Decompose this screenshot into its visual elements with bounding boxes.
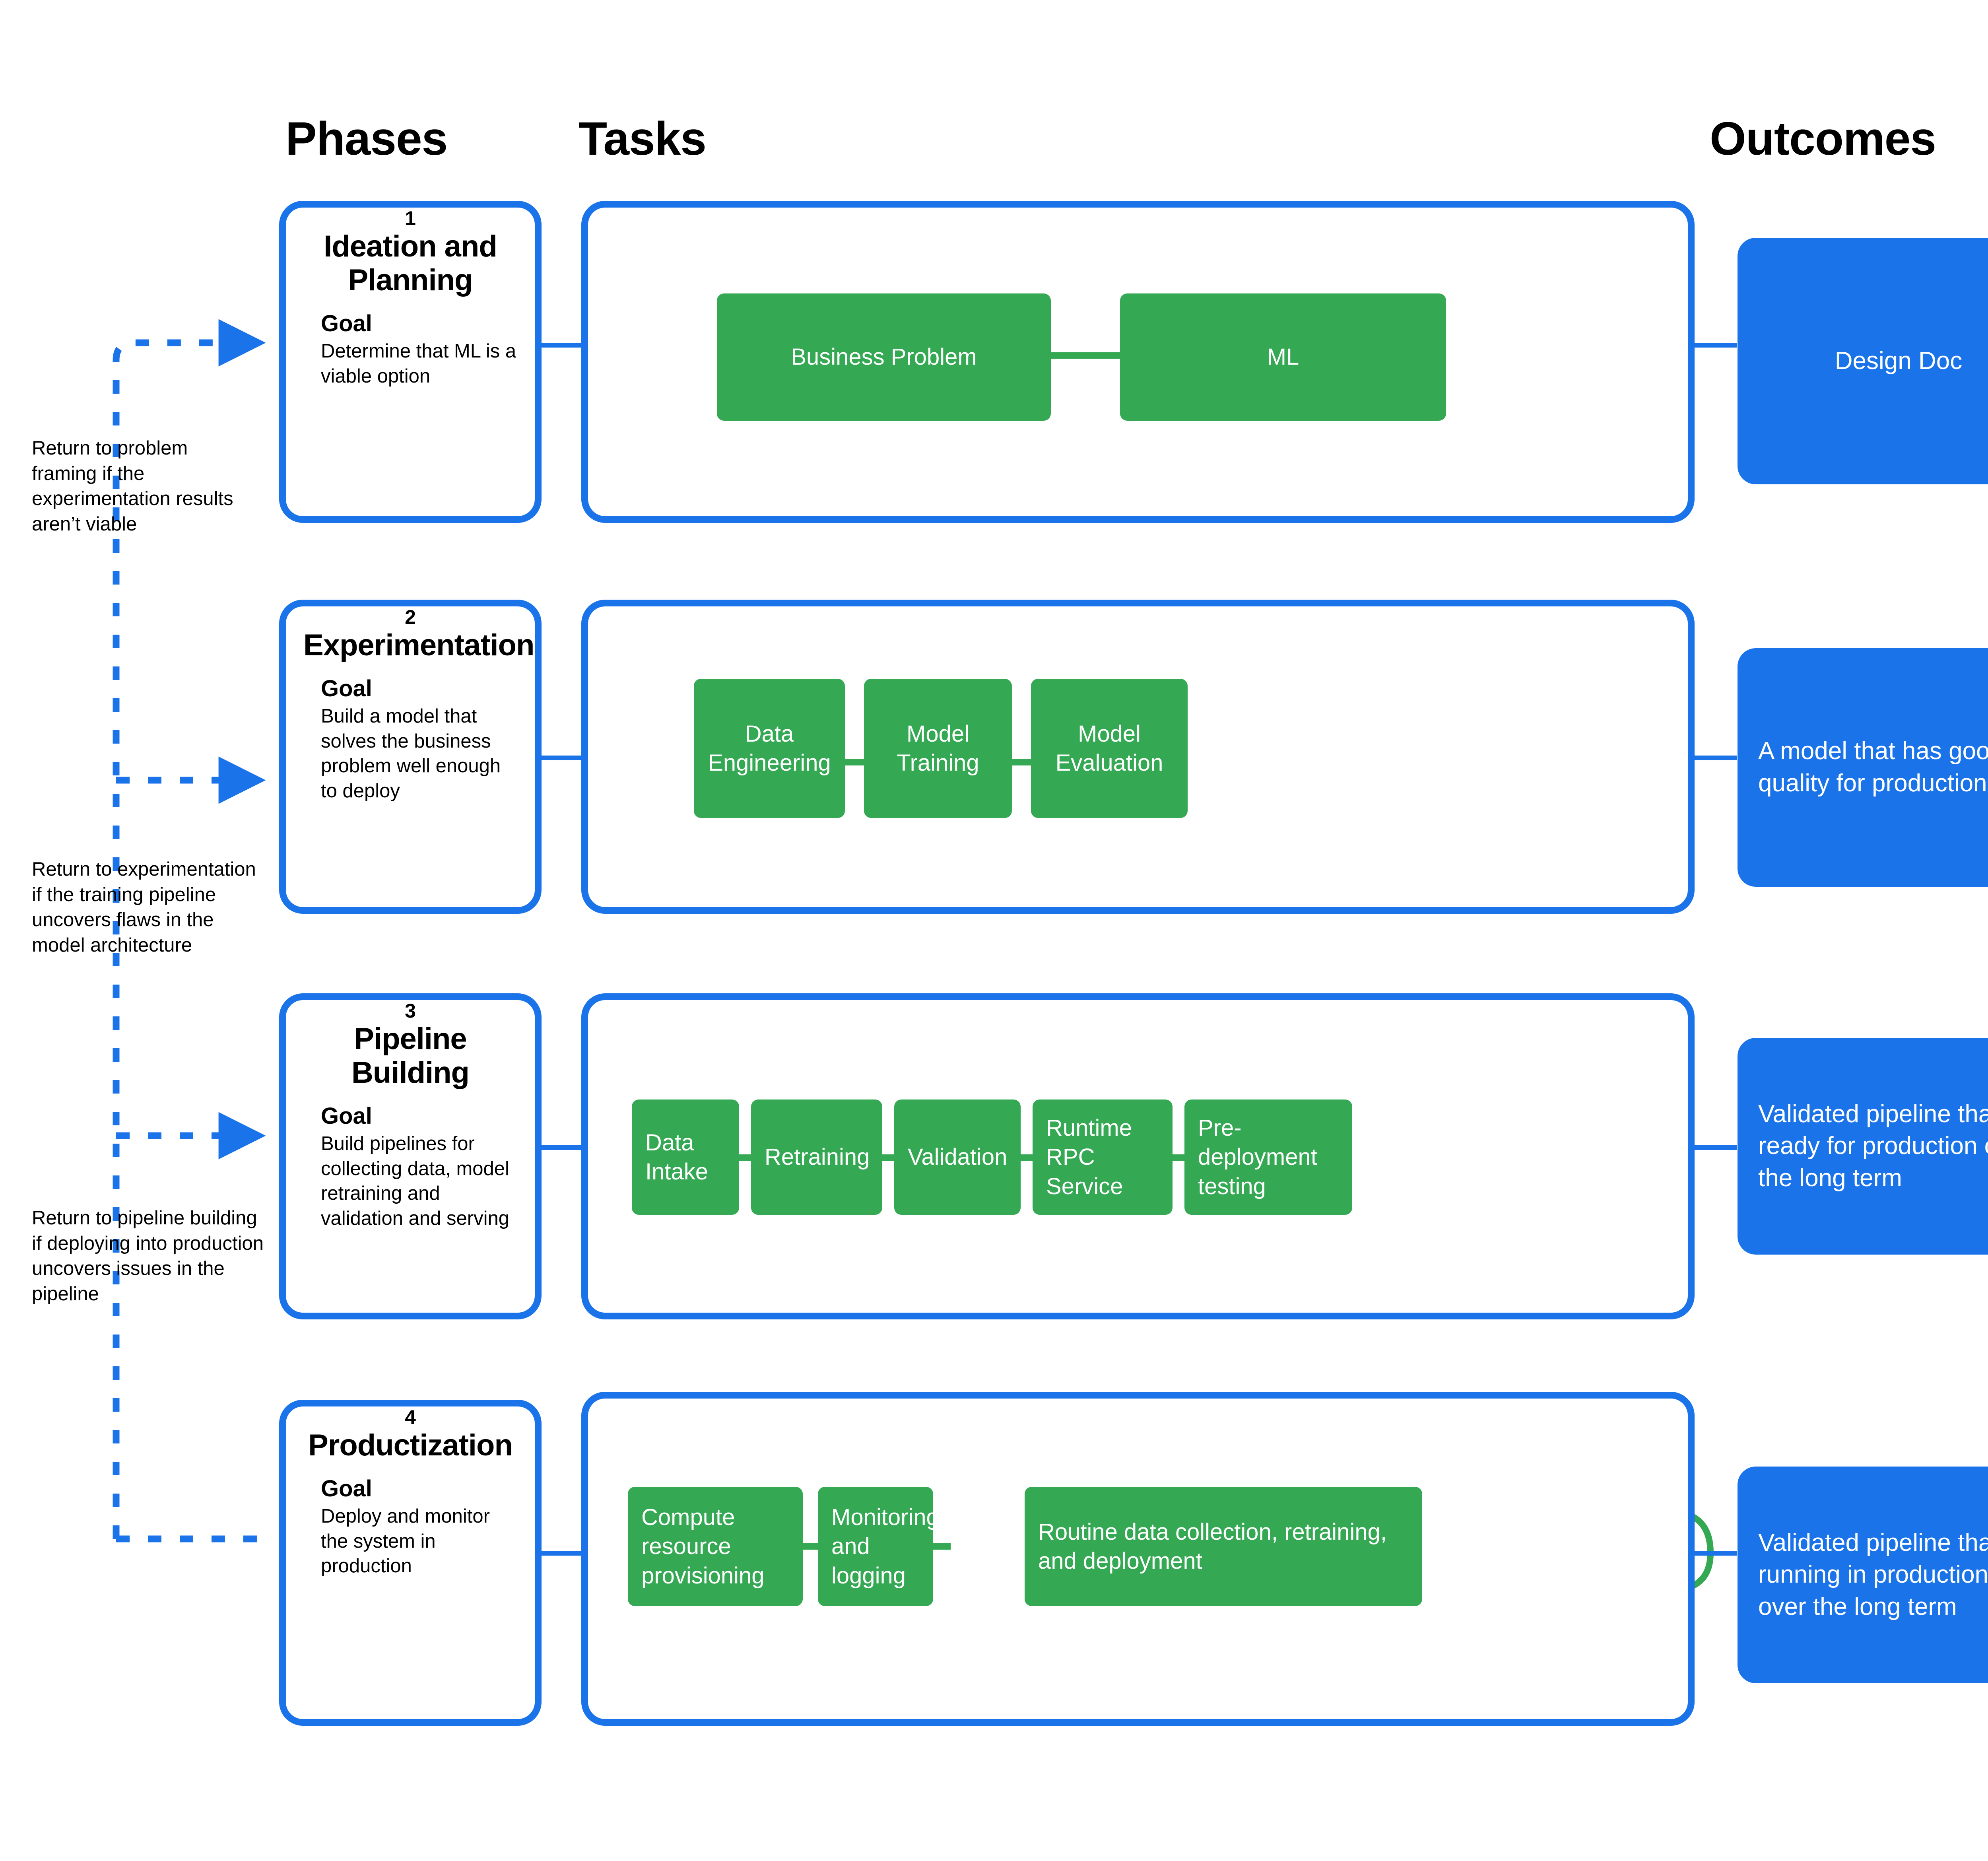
task-link-3d — [1173, 1154, 1184, 1161]
task-box-model-training[interactable]: Model Training — [864, 679, 1012, 818]
phase-title-1: Ideation and Planning — [324, 229, 497, 297]
task-box-data-engineering[interactable]: Data Engineering — [694, 679, 845, 818]
phase-card-1[interactable]: 1 Ideation and Planning Goal Determine t… — [279, 201, 542, 523]
goal-label-1: Goal — [321, 311, 372, 337]
column-header-outcomes: Outcomes — [1710, 113, 1936, 165]
task-link-3c — [1021, 1154, 1033, 1161]
task-box-retraining[interactable]: Retraining — [751, 1100, 882, 1215]
goal-text-2: Build a model that solves the business p… — [321, 705, 501, 802]
task-link-3a — [739, 1154, 751, 1161]
annotation-return-problem-framing: Return to problem framing if the experim… — [32, 437, 233, 535]
outcome-box-4[interactable]: Validated pipeline that’s running in pro… — [1738, 1467, 1988, 1683]
task-link-4b — [933, 1543, 951, 1550]
phase-title-4: Productization — [308, 1428, 513, 1462]
task-box-ml[interactable]: ML — [1120, 293, 1446, 421]
goal-text-4: Deploy and monitor the system in product… — [321, 1505, 490, 1577]
phase-card-2[interactable]: 2 Experimentation Goal Build a model tha… — [279, 600, 542, 914]
tasks-panel-3: Data Intake Retraining Validation Runtim… — [581, 993, 1695, 1319]
task-box-data-intake[interactable]: Data Intake — [632, 1100, 739, 1215]
task-box-compute-resource-provisioning[interactable]: Compute resource provisioning — [628, 1487, 803, 1606]
link-tasks3-outcome — [1691, 1145, 1737, 1150]
task-box-model-evaluation[interactable]: Model Evaluation — [1031, 679, 1188, 818]
goal-label-2: Goal — [321, 676, 372, 702]
phase-title-2: Experimentation — [303, 628, 534, 662]
goal-label-4: Goal — [321, 1476, 372, 1502]
phase-goal-block-3: Goal Build pipelines for collecting data… — [303, 1103, 517, 1231]
link-phase1-tasks — [540, 343, 584, 348]
link-phase3-tasks — [540, 1145, 584, 1150]
goal-text-3: Build pipelines for collecting data, mod… — [321, 1133, 509, 1230]
task-link-3b — [882, 1154, 894, 1161]
link-tasks1-outcome — [1691, 343, 1737, 348]
phase-number-4: 4 — [405, 1406, 416, 1428]
phase-goal-block-2: Goal Build a model that solves the busin… — [303, 676, 517, 804]
task-link-4a — [803, 1543, 818, 1550]
tasks-panel-4: Compute resource provisioning Monitoring… — [581, 1392, 1695, 1726]
task-link-2b — [1012, 759, 1031, 765]
phase-goal-block-1: Goal Determine that ML is a viable optio… — [303, 311, 517, 389]
task-box-pre-deployment-testing[interactable]: Pre-deployment testing — [1184, 1100, 1352, 1215]
task-box-monitoring-and-logging[interactable]: Monitoring and logging — [818, 1487, 939, 1606]
goal-text-1: Determine that ML is a viable option — [321, 340, 516, 387]
task-box-runtime-rpc-service[interactable]: Runtime RPC Service — [1033, 1100, 1173, 1215]
phase-title-3: Pipeline Building — [351, 1022, 470, 1090]
outcome-box-2[interactable]: A model that has good quality for produc… — [1738, 648, 1988, 887]
column-header-phases: Phases — [285, 113, 448, 165]
phase-number-3: 3 — [405, 1000, 416, 1022]
goal-label-3: Goal — [321, 1103, 372, 1129]
phase-number-1: 1 — [405, 207, 416, 229]
link-tasks2-outcome — [1691, 756, 1737, 760]
task-box-validation[interactable]: Validation — [894, 1100, 1021, 1215]
column-header-tasks: Tasks — [579, 113, 707, 165]
phase-card-4[interactable]: 4 Productization Goal Deploy and monitor… — [279, 1400, 542, 1726]
link-tasks4-outcome — [1691, 1551, 1737, 1556]
phase-number-2: 2 — [405, 606, 416, 628]
annotation-return-pipeline-building: Return to pipeline building if deploying… — [32, 1207, 264, 1305]
phase-card-3[interactable]: 3 Pipeline Building Goal Build pipelines… — [279, 993, 542, 1319]
link-phase4-tasks — [540, 1551, 584, 1556]
link-phase2-tasks — [540, 756, 584, 760]
task-box-business-problem[interactable]: Business Problem — [717, 293, 1051, 421]
task-box-routine-data-collection[interactable]: Routine data collection, retraining, and… — [1025, 1487, 1422, 1606]
task-link-2a — [845, 759, 864, 765]
annotation-return-experimentation: Return to experimentation if the trainin… — [32, 859, 256, 956]
phase-goal-block-4: Goal Deploy and monitor the system in pr… — [303, 1476, 517, 1579]
outcome-box-1[interactable]: Design Doc — [1738, 238, 1988, 484]
tasks-panel-2: Data Engineering Model Training Model Ev… — [581, 600, 1695, 914]
outcome-box-3[interactable]: Validated pipeline that’s ready for prod… — [1738, 1038, 1988, 1255]
task-link-1 — [1051, 352, 1120, 359]
tasks-panel-1: Business Problem ML — [581, 201, 1695, 523]
